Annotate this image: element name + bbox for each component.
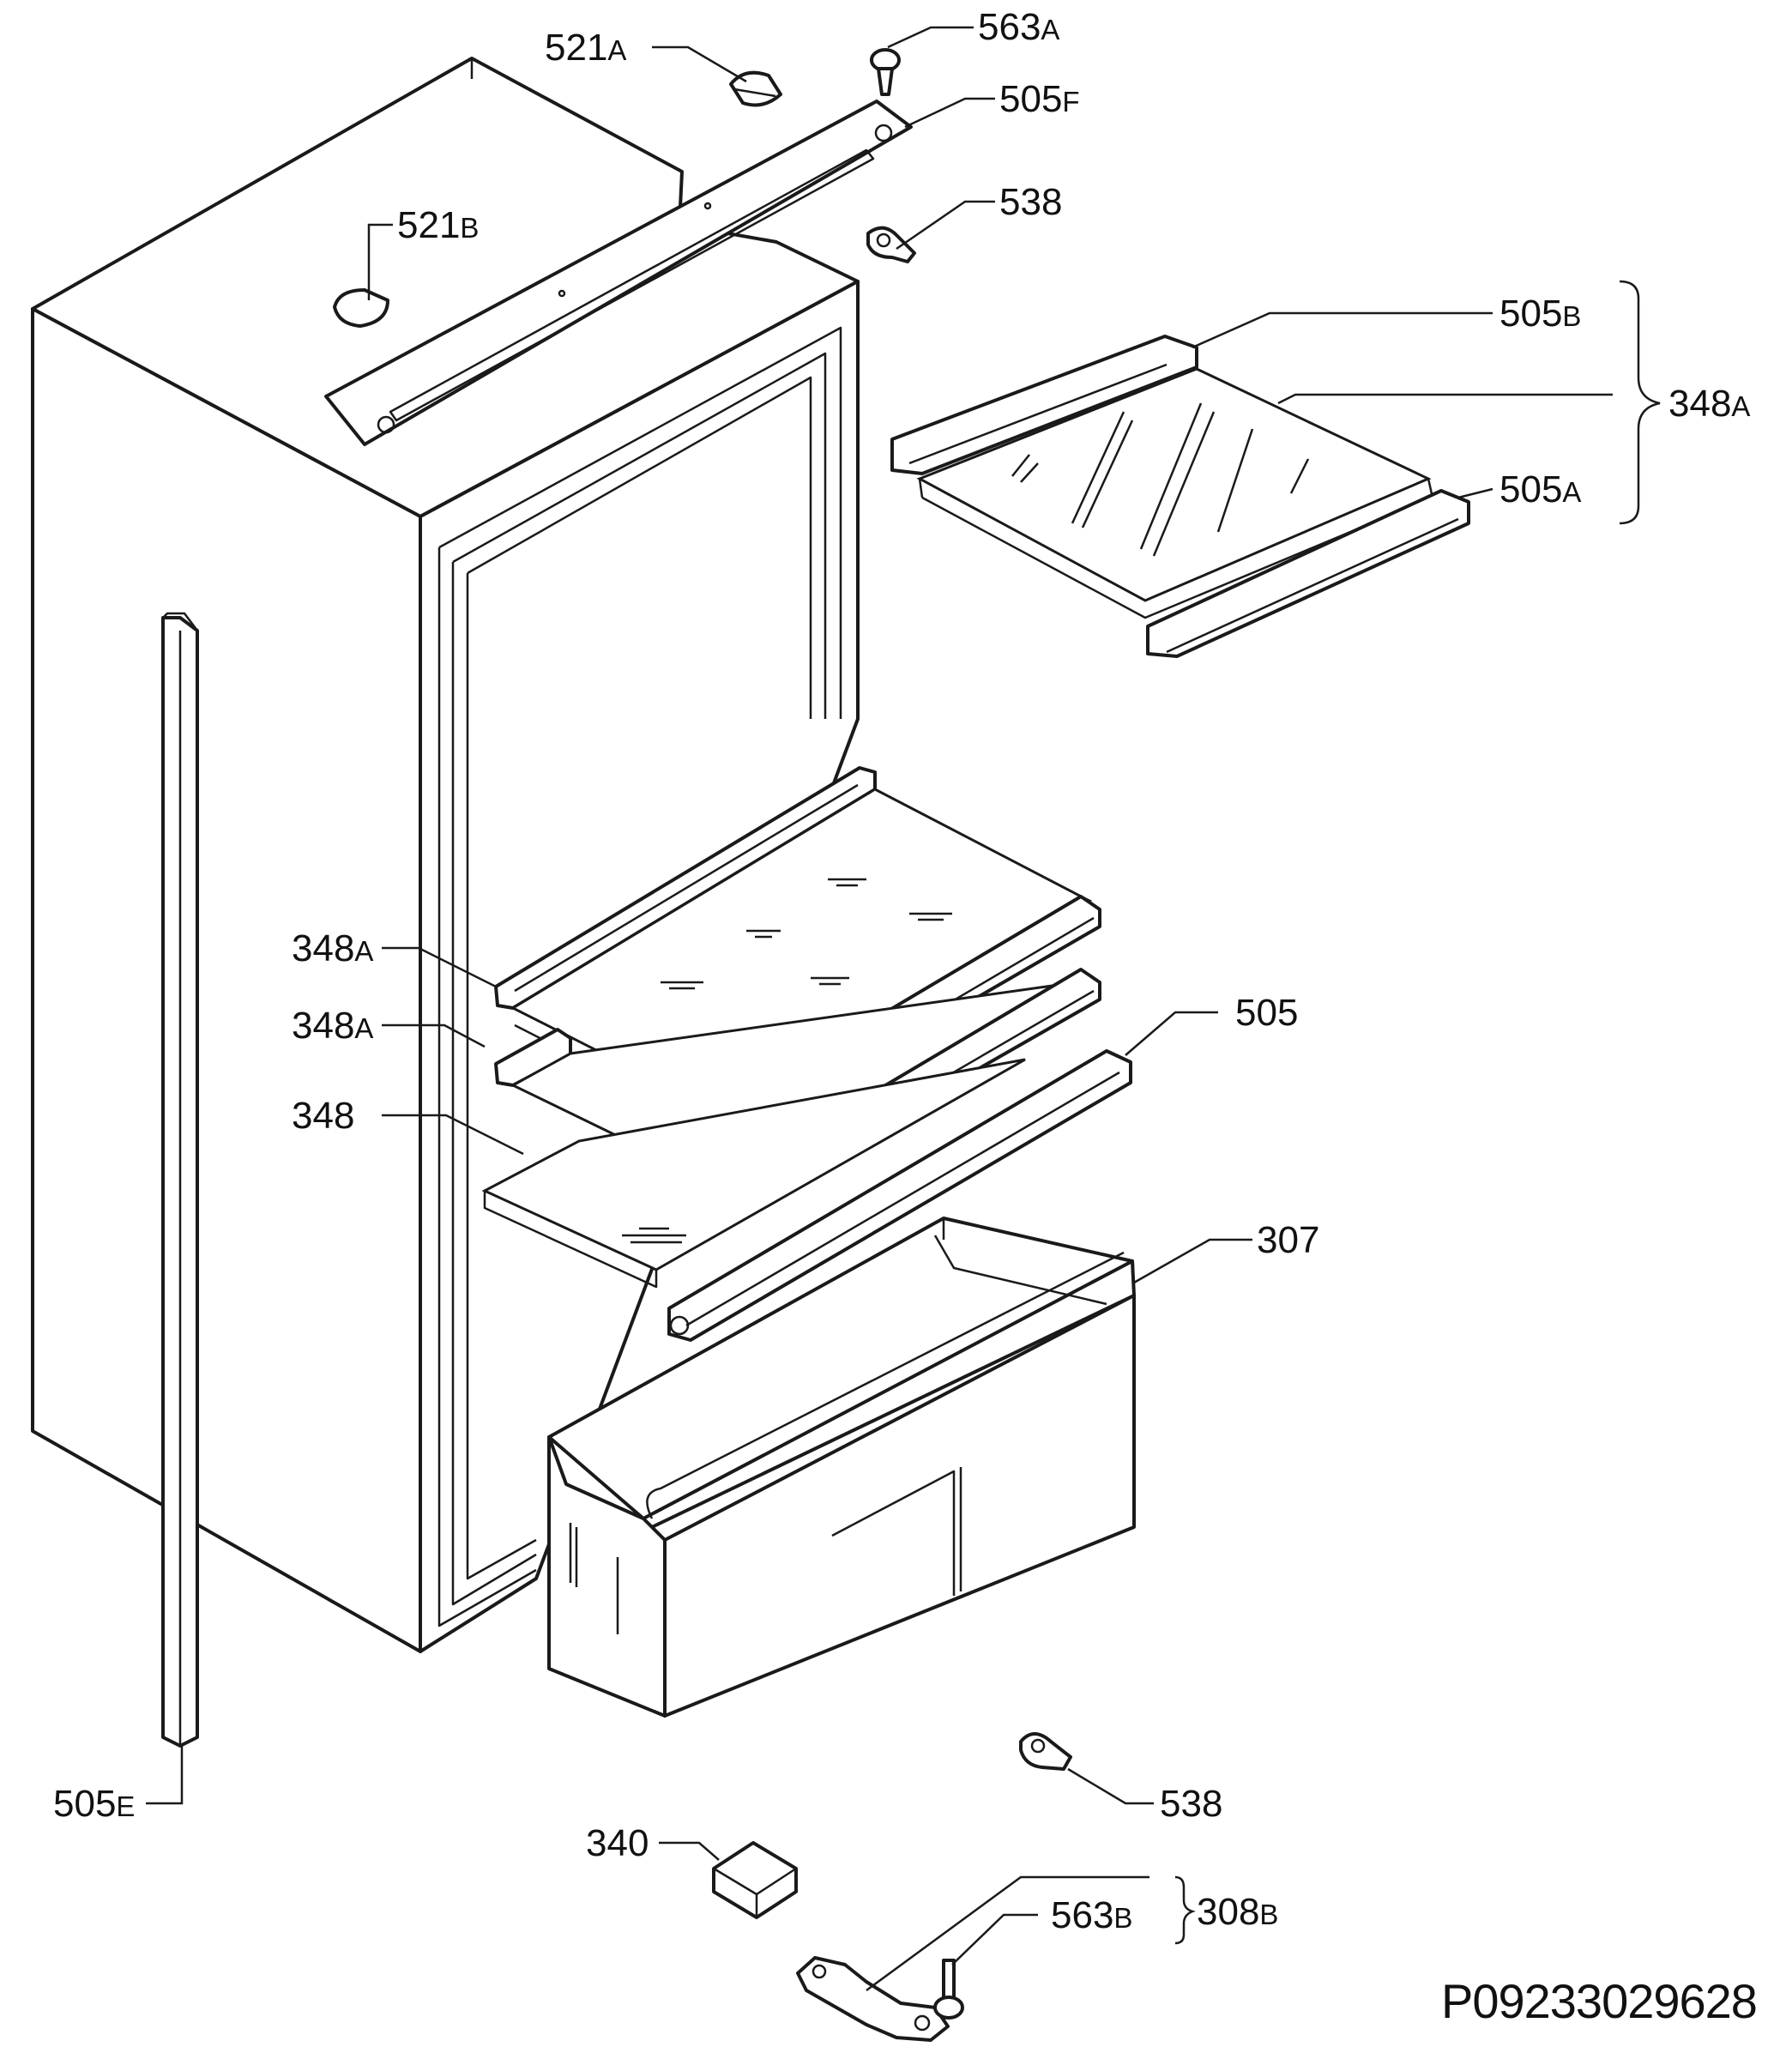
top-rail-505f: [324, 100, 913, 446]
label-348a-2: 348A: [292, 1005, 373, 1047]
screw-563b: [933, 1959, 964, 2020]
label-348a-group: 348A: [1668, 383, 1750, 425]
label-307: 307: [1257, 1219, 1319, 1261]
label-505e: 505E: [53, 1783, 135, 1825]
label-563a: 563A: [978, 6, 1059, 48]
label-505f: 505F: [999, 78, 1080, 120]
trim-505: [667, 1049, 1132, 1342]
label-538-top: 538: [999, 181, 1062, 223]
label-563b: 563B: [1051, 1894, 1132, 1936]
label-538-bottom: 538: [1160, 1783, 1222, 1825]
hinge-308b: [796, 1956, 950, 2042]
label-521b: 521B: [397, 204, 479, 246]
door-bin-307: [547, 1217, 1136, 1718]
hinge-538-bottom: [1019, 1732, 1072, 1771]
drawing-code: P09233029628: [1441, 1974, 1757, 2028]
gasket-505e: [161, 612, 199, 1748]
label-348: 348: [292, 1095, 354, 1137]
shelf-assembly-348a-top: [890, 335, 1470, 658]
label-521a: 521A: [545, 27, 626, 69]
leader-lines: [146, 26, 1661, 1992]
label-505b: 505B: [1499, 293, 1581, 335]
cap-521b: [333, 288, 389, 328]
plug-340: [712, 1841, 798, 1919]
screw-563a: [870, 48, 901, 96]
label-348a-1: 348A: [292, 927, 373, 969]
hinge-538-top: [866, 226, 916, 263]
label-340: 340: [586, 1822, 649, 1864]
part-labels: 521A 563A 505F 521B 538 505B 348A 505A 3…: [53, 6, 1750, 1936]
label-308b: 308B: [1197, 1891, 1278, 1933]
shelf-348: [481, 1058, 1026, 1289]
label-505: 505: [1235, 992, 1298, 1034]
label-505a: 505A: [1499, 468, 1581, 510]
